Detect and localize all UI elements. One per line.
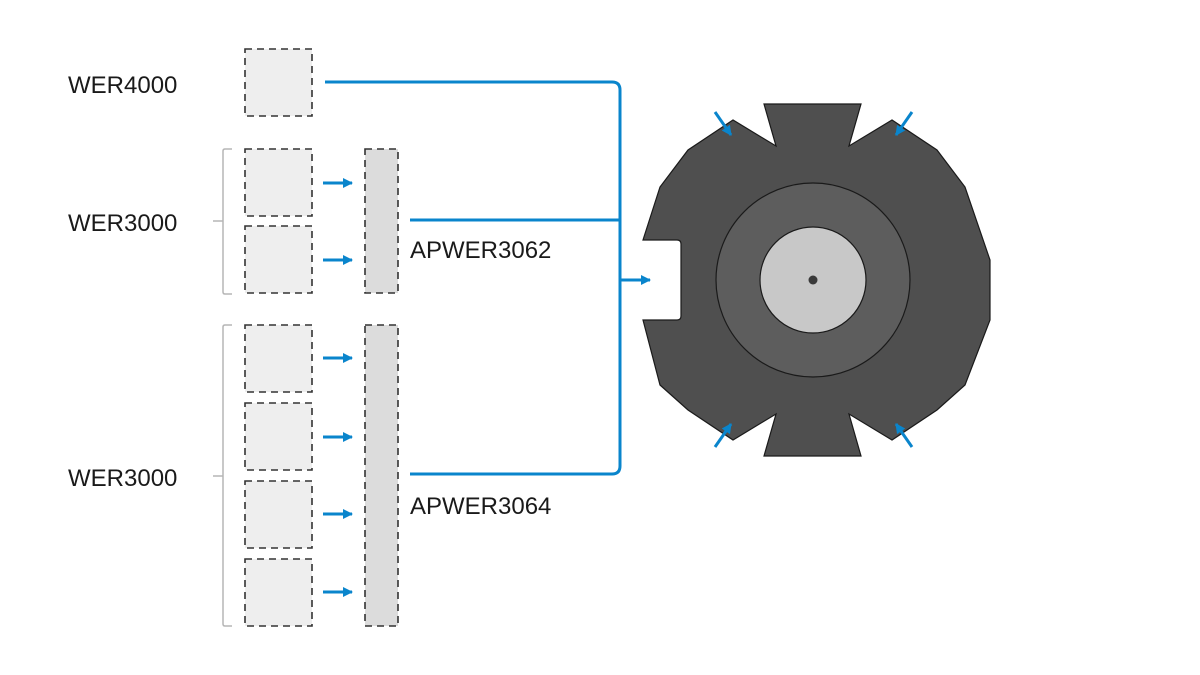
module-wer3000-top-2 (244, 225, 313, 294)
hub-arrows (713, 111, 914, 448)
arrow-up-left-icon (894, 423, 914, 448)
module-wer4000 (244, 48, 313, 117)
label-wer3000-bottom: WER3000 (68, 465, 177, 492)
label-wer4000: WER4000 (68, 72, 177, 99)
module-wer3000-top-1 (244, 148, 313, 217)
arrow-down-left-icon (894, 111, 914, 136)
label-wer3000-top: WER3000 (68, 210, 177, 237)
module-wer3000-bottom-1 (244, 324, 313, 393)
hub-center-dot (808, 275, 818, 285)
connector-wer4000 (325, 80, 622, 476)
module-wer3000-bottom-2 (244, 402, 313, 471)
bracket-wer3000-bottom (213, 324, 232, 627)
module-wer3000-bottom-4 (244, 558, 313, 627)
label-apwer3064: APWER3064 (410, 493, 551, 520)
bracket-wer3000-top (213, 148, 232, 295)
adapter-apwer3062 (364, 148, 399, 294)
hub (642, 103, 991, 457)
module-wer3000-bottom-3 (244, 480, 313, 549)
modules (244, 48, 313, 627)
connector-lines (325, 80, 651, 476)
adapter-apwer3064 (364, 324, 399, 627)
arrow-up-right-icon (713, 423, 733, 448)
module-arrows (323, 178, 353, 597)
label-apwer3062: APWER3062 (410, 237, 551, 264)
arrow-down-right-icon (713, 111, 733, 136)
